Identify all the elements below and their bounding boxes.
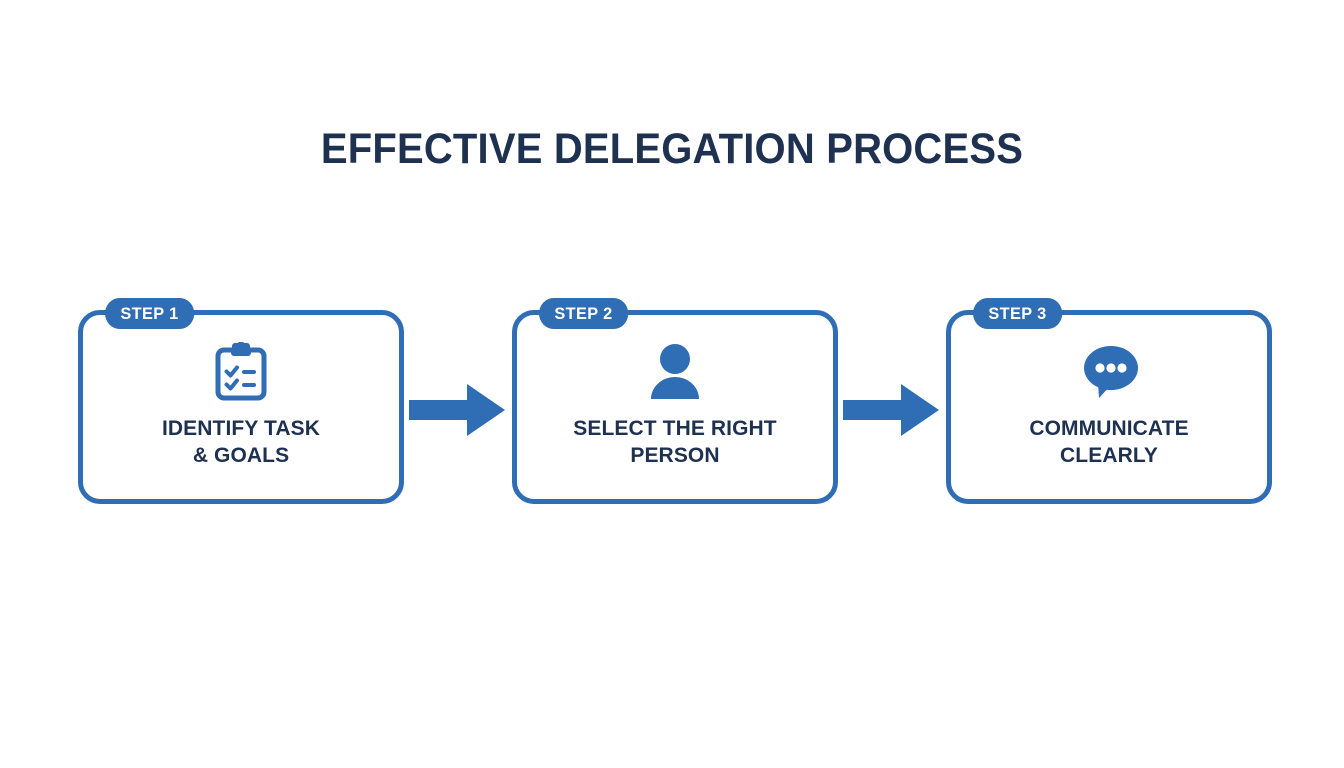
arrow-right-icon [843,384,939,436]
step-label-1-line2: & GOALS [192,444,290,467]
step-label-3-line1: COMMUNICATE [1029,417,1189,440]
step-card-2[interactable]: STEP 2 SELECT THE RIGHT PERSON [512,298,838,504]
page-title: EFFECTIVE DELEGATION PROCESS [320,125,1024,173]
speech-bubble-icon [951,341,1267,403]
step-badge-2: STEP 2 [539,298,628,329]
step-label-2-line2: PERSON [630,444,720,467]
step-label-3: COMMUNICATE CLEARLY [963,415,1255,469]
step-card-3[interactable]: STEP 3 COMMUNICATE CLEARLY [946,298,1272,504]
arrow-right-icon [409,384,505,436]
step-label-2: SELECT THE RIGHT PERSON [529,415,821,469]
step-card-1[interactable]: STEP 1 IDENTIFY TAS [78,298,404,504]
step-label-2-line1: SELECT THE RIGHT [573,417,777,440]
clipboard-checklist-icon [83,341,399,403]
step-label-1-line1: IDENTIFY TASK [161,417,321,440]
step-label-3-line2: CLEARLY [1060,444,1158,467]
step-badge-3: STEP 3 [973,298,1062,329]
step-label-1: IDENTIFY TASK & GOALS [95,415,387,469]
process-flow: STEP 1 IDENTIFY TAS [0,298,1344,510]
step-badge-1: STEP 1 [105,298,194,329]
person-icon [517,341,833,403]
